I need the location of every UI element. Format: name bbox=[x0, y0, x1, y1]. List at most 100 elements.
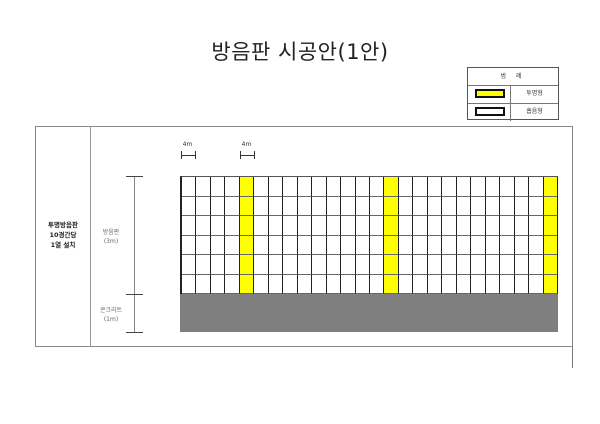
absorptive-panel bbox=[210, 255, 226, 275]
absorptive-panel bbox=[254, 196, 269, 216]
absorptive-panel bbox=[283, 216, 298, 236]
absorptive-panel bbox=[500, 274, 515, 294]
absorptive-panel bbox=[297, 216, 313, 236]
absorptive-panel bbox=[254, 255, 269, 275]
transparent-panel bbox=[239, 235, 255, 255]
absorptive-panel bbox=[312, 196, 327, 216]
absorptive-panel bbox=[210, 235, 226, 255]
absorptive-panel bbox=[254, 216, 269, 236]
absorptive-panel bbox=[514, 274, 530, 294]
absorptive-panel bbox=[369, 235, 385, 255]
absorptive-panel bbox=[442, 216, 457, 236]
absorptive-panel bbox=[297, 177, 313, 197]
legend-item-transparent: 투명형 bbox=[468, 85, 558, 104]
absorptive-panel bbox=[398, 216, 414, 236]
absorptive-panel bbox=[297, 274, 313, 294]
absorptive-panel bbox=[427, 196, 443, 216]
absorptive-panel bbox=[297, 255, 313, 275]
dimension-tick-bottom bbox=[126, 332, 143, 333]
absorptive-panel bbox=[456, 216, 472, 236]
absorptive-panel bbox=[355, 177, 370, 197]
absorptive-panel bbox=[341, 216, 356, 236]
transparent-panel bbox=[543, 235, 558, 255]
absorptive-panel bbox=[369, 255, 385, 275]
transparent-panel bbox=[239, 177, 255, 197]
absorptive-panel bbox=[341, 196, 356, 216]
absorptive-panel bbox=[283, 196, 298, 216]
absorptive-panel bbox=[210, 177, 226, 197]
noise-barrier-panel-grid bbox=[180, 176, 558, 294]
transparent-panel bbox=[384, 196, 399, 216]
absorptive-panel bbox=[312, 177, 327, 197]
absorptive-panel bbox=[196, 216, 211, 236]
absorptive-panel bbox=[210, 196, 226, 216]
absorptive-panel bbox=[413, 235, 428, 255]
absorptive-panel bbox=[196, 235, 211, 255]
absorptive-panel bbox=[369, 216, 385, 236]
absorptive-panel bbox=[471, 196, 486, 216]
absorptive-panel bbox=[196, 177, 211, 197]
absorptive-panel bbox=[225, 235, 240, 255]
absorptive-panel bbox=[514, 196, 530, 216]
transparent-panel bbox=[543, 255, 558, 275]
legend-swatch-white bbox=[475, 107, 505, 116]
absorptive-panel bbox=[283, 274, 298, 294]
absorptive-panel bbox=[268, 216, 284, 236]
absorptive-panel bbox=[283, 235, 298, 255]
transparent-panel bbox=[239, 255, 255, 275]
absorptive-panel bbox=[254, 235, 269, 255]
absorptive-panel bbox=[182, 177, 197, 197]
absorptive-panel bbox=[442, 274, 457, 294]
absorptive-panel bbox=[485, 235, 501, 255]
side-description: 투명방음판 10경간당 1열 설치 bbox=[48, 221, 78, 249]
absorptive-panel bbox=[427, 216, 443, 236]
absorptive-panel bbox=[326, 255, 342, 275]
absorptive-panel bbox=[398, 235, 414, 255]
absorptive-panel bbox=[355, 255, 370, 275]
span-marker-label: 4m bbox=[182, 141, 193, 148]
span-marker-bracket bbox=[181, 151, 196, 159]
absorptive-panel bbox=[369, 196, 385, 216]
absorptive-panel bbox=[210, 274, 226, 294]
absorptive-panel bbox=[427, 235, 443, 255]
legend-label: 흡음형 bbox=[526, 108, 543, 115]
absorptive-panel bbox=[196, 196, 211, 216]
absorptive-panel bbox=[182, 216, 197, 236]
span-marker-label: 4m bbox=[241, 141, 252, 148]
absorptive-panel bbox=[182, 255, 197, 275]
absorptive-panel bbox=[182, 274, 197, 294]
absorptive-panel bbox=[413, 196, 428, 216]
absorptive-panel bbox=[529, 235, 544, 255]
frame-extension-line bbox=[572, 347, 573, 368]
absorptive-panel bbox=[471, 274, 486, 294]
panel-dimension-label: 방음판 (3m) bbox=[102, 229, 120, 245]
absorptive-panel bbox=[485, 177, 501, 197]
transparent-panel bbox=[384, 235, 399, 255]
absorptive-panel bbox=[326, 235, 342, 255]
transparent-panel bbox=[384, 216, 399, 236]
absorptive-panel bbox=[398, 274, 414, 294]
diagram-frame bbox=[35, 126, 573, 347]
absorptive-panel bbox=[456, 255, 472, 275]
legend-item-absorptive: 흡음형 bbox=[468, 103, 558, 121]
absorptive-panel bbox=[427, 274, 443, 294]
absorptive-panel bbox=[355, 274, 370, 294]
absorptive-panel bbox=[326, 216, 342, 236]
absorptive-panel bbox=[312, 216, 327, 236]
absorptive-panel bbox=[456, 274, 472, 294]
absorptive-panel bbox=[341, 177, 356, 197]
absorptive-panel bbox=[182, 235, 197, 255]
absorptive-panel bbox=[427, 177, 443, 197]
concrete-base bbox=[180, 294, 558, 332]
dimension-tick-mid bbox=[126, 294, 143, 295]
absorptive-panel bbox=[485, 274, 501, 294]
absorptive-panel bbox=[268, 235, 284, 255]
absorptive-panel bbox=[529, 177, 544, 197]
absorptive-panel bbox=[283, 177, 298, 197]
absorptive-panel bbox=[413, 216, 428, 236]
absorptive-panel bbox=[442, 177, 457, 197]
transparent-panel bbox=[239, 216, 255, 236]
absorptive-panel bbox=[196, 274, 211, 294]
dimension-tick-top bbox=[126, 176, 143, 177]
transparent-panel bbox=[543, 274, 558, 294]
